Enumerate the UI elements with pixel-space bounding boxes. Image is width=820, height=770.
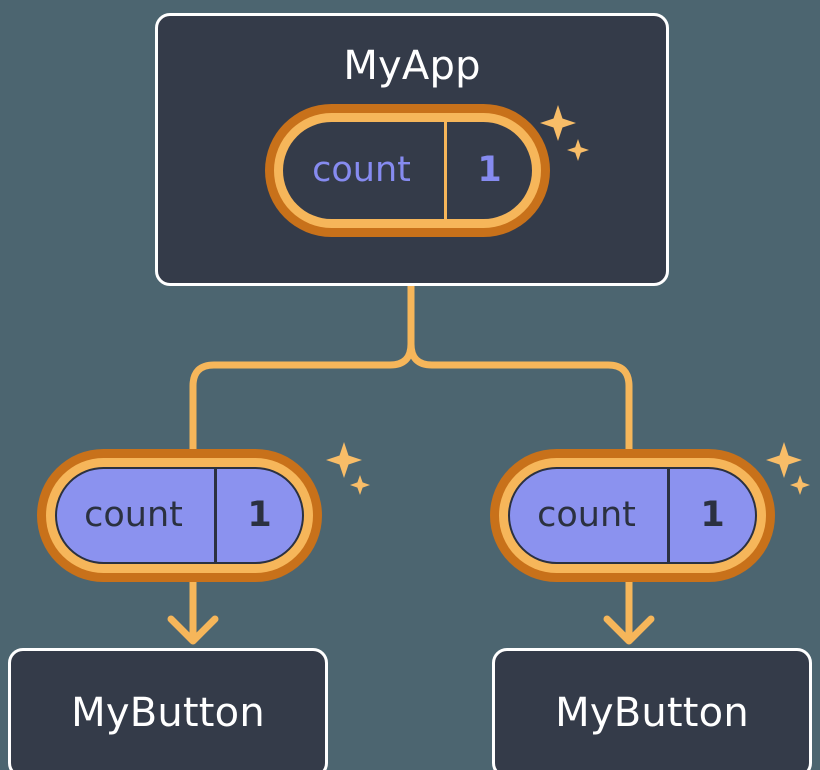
arrow-down-icon-right <box>603 615 655 645</box>
signal-pill-ring: count 1 <box>46 458 313 573</box>
signal-pill-frame: count 1 <box>37 449 322 582</box>
arrow-down-icon-left <box>167 615 219 645</box>
signal-divider <box>214 469 217 562</box>
component-card-title: MyApp <box>343 43 481 89</box>
signal-value: 1 <box>477 150 502 190</box>
signal-pill-ring: count 1 <box>499 458 766 573</box>
sparkle-icon-small <box>350 475 370 495</box>
connector-branch-right <box>407 340 633 456</box>
signal-value: 1 <box>700 495 725 535</box>
signal-pill-frame: count 1 <box>490 449 775 582</box>
component-card-mybutton-left[interactable]: MyButton <box>8 648 328 770</box>
signal-name: count <box>312 150 411 190</box>
sparkle-cluster-left <box>318 438 374 512</box>
sparkle-icon <box>326 442 362 478</box>
signal-divider <box>667 469 670 562</box>
signal-name: count <box>537 495 636 535</box>
signal-name: count <box>84 495 183 535</box>
connector-branch-left <box>189 340 415 456</box>
signal-pill-body: count 1 <box>283 122 532 219</box>
signal-pill-body: count 1 <box>55 467 304 564</box>
component-card-title: MyButton <box>555 690 749 736</box>
signal-value: 1 <box>247 495 272 535</box>
signal-pill-ring: count 1 <box>274 113 541 228</box>
signal-pill-left[interactable]: count 1 <box>37 449 322 582</box>
signal-divider <box>444 122 447 219</box>
sparkle-icon-small <box>790 475 810 495</box>
signal-pill-right[interactable]: count 1 <box>490 449 775 582</box>
signal-pill-root[interactable]: count 1 <box>265 104 550 237</box>
component-card-title: MyButton <box>71 690 265 736</box>
signal-pill-body: count 1 <box>508 467 757 564</box>
component-card-mybutton-right[interactable]: MyButton <box>492 648 812 770</box>
signal-pill-frame: count 1 <box>265 104 550 237</box>
